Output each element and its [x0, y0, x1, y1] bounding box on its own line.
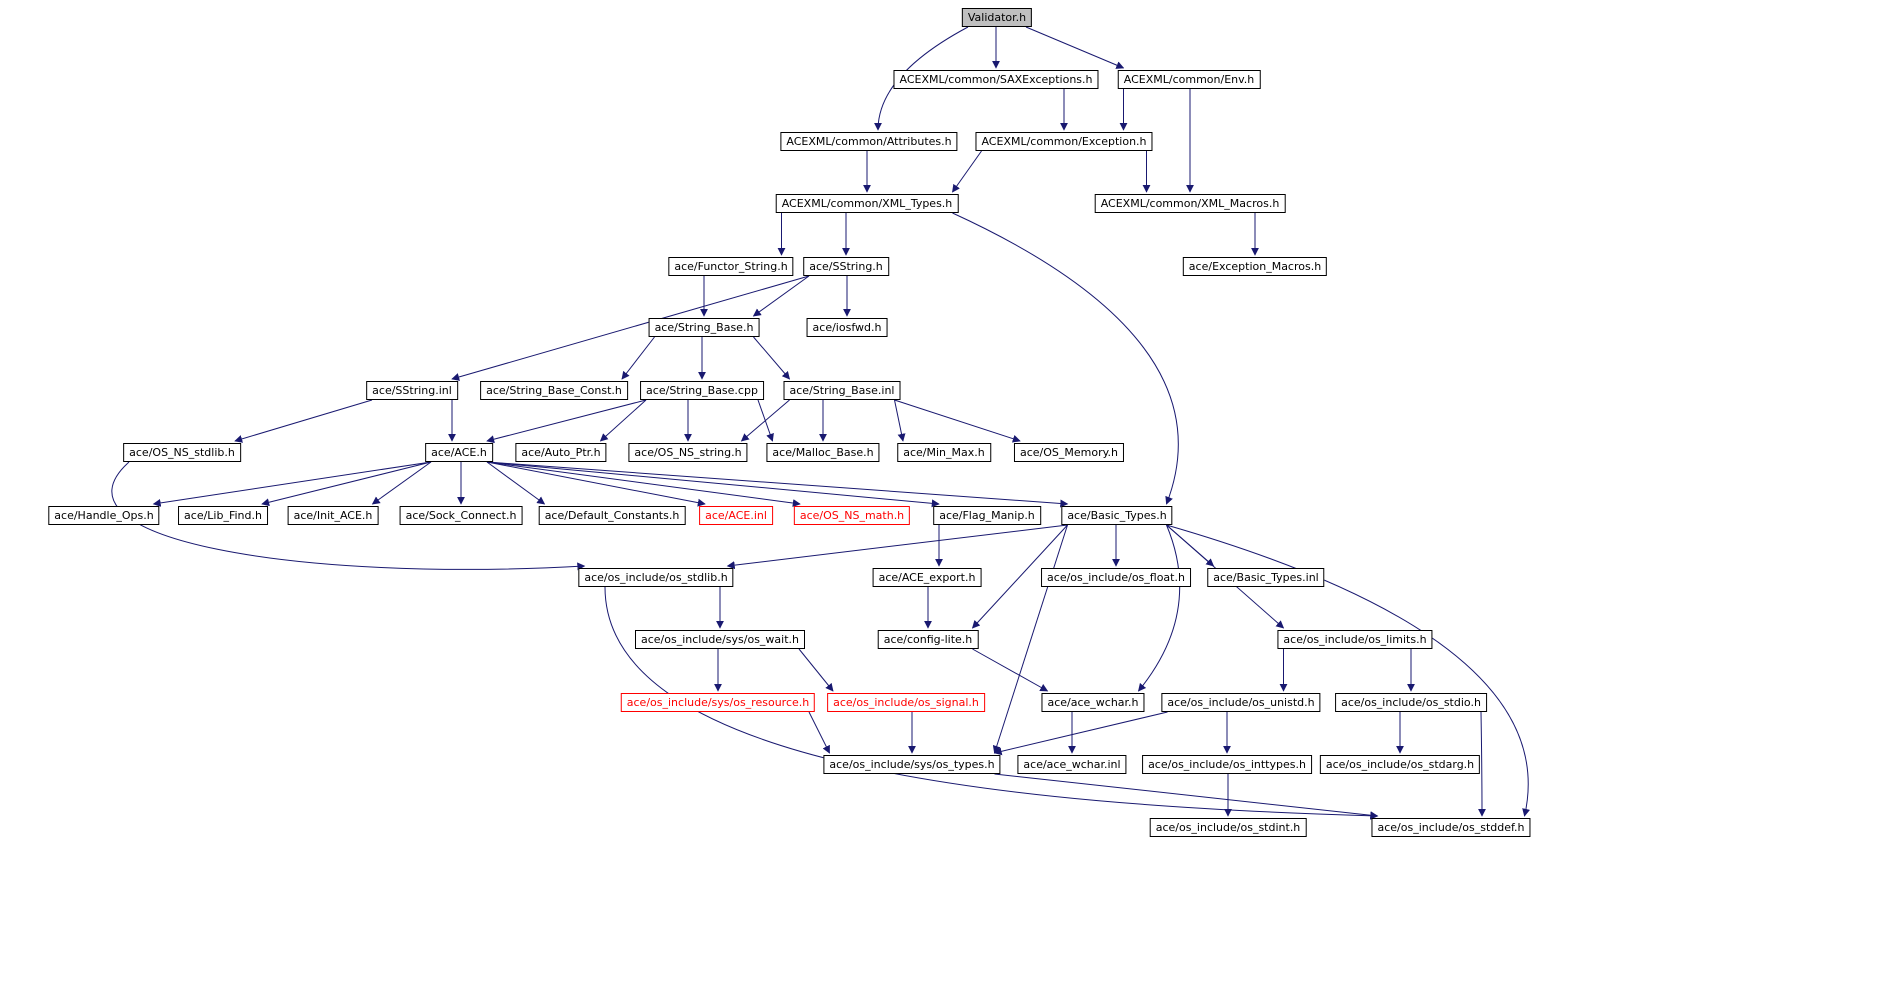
- edge-basictypes-ostypes: [992, 524, 1068, 754]
- node-oslimits[interactable]: ace/os_include/os_limits.h: [1277, 630, 1433, 649]
- node-sbconst[interactable]: ace/String_Base_Const.h: [480, 381, 628, 400]
- node-stringbase[interactable]: ace/String_Base.h: [648, 318, 760, 337]
- node-osstdint[interactable]: ace/os_include/os_stdint.h: [1149, 818, 1307, 837]
- node-sbinl[interactable]: ace/String_Base.inl: [783, 381, 901, 400]
- node-ossignal[interactable]: ace/os_include/os_signal.h: [827, 693, 985, 712]
- node-aceinl[interactable]: ace/ACE.inl: [699, 506, 773, 525]
- node-xmltypes[interactable]: ACEXML/common/XML_Types.h: [775, 194, 959, 213]
- node-initace[interactable]: ace/Init_ACE.h: [287, 506, 379, 525]
- node-osnsstdlib[interactable]: ace/OS_NS_stdlib.h: [123, 443, 241, 462]
- node-ace[interactable]: ace/ACE.h: [425, 443, 493, 462]
- edge-stringbase-sbconst: [621, 336, 655, 380]
- node-handleops[interactable]: ace/Handle_Ops.h: [48, 506, 160, 525]
- node-ostypes[interactable]: ace/os_include/sys/os_types.h: [823, 755, 1001, 774]
- node-libfind[interactable]: ace/Lib_Find.h: [178, 506, 268, 525]
- edge-sbinl-minmax: [894, 399, 906, 442]
- edge-oswait-ossignal: [798, 648, 834, 692]
- edge-osstdio-osstddef: [1477, 711, 1486, 817]
- edge-ace-libfind: [261, 461, 432, 507]
- edge-configlite-acewchar: [972, 648, 1049, 692]
- node-basictypes[interactable]: ace/Basic_Types.h: [1061, 506, 1173, 525]
- node-osresource[interactable]: ace/os_include/sys/os_resource.h: [620, 693, 816, 712]
- node-sockconnect[interactable]: ace/Sock_Connect.h: [399, 506, 523, 525]
- node-iosfwd[interactable]: ace/iosfwd.h: [806, 318, 888, 337]
- node-sstringinl[interactable]: ace/SString.inl: [366, 381, 458, 400]
- edge-osnsstdlib-osstdlib: [111, 461, 586, 571]
- node-exception[interactable]: ACEXML/common/Exception.h: [975, 132, 1153, 151]
- node-acewcharinl[interactable]: ace/ace_wchar.inl: [1017, 755, 1127, 774]
- edge-sbcpp-ace: [486, 399, 647, 444]
- node-flagmanip[interactable]: ace/Flag_Manip.h: [933, 506, 1041, 525]
- edge-ace-handleops: [152, 461, 432, 507]
- edge-sstringinl-osnsstdlib: [234, 399, 373, 443]
- node-osstdarg[interactable]: ace/os_include/os_stdarg.h: [1319, 755, 1481, 774]
- node-osunistd[interactable]: ace/os_include/os_unistd.h: [1161, 693, 1321, 712]
- node-sbcpp[interactable]: ace/String_Base.cpp: [640, 381, 764, 400]
- edge-basictypes-osstddef: [1166, 524, 1531, 817]
- node-acewchar[interactable]: ace/ace_wchar.h: [1041, 693, 1145, 712]
- edge-ace-initace: [371, 461, 432, 505]
- edge-ace-defconsts: [486, 461, 546, 505]
- edge-xmltypes-basictypes: [952, 212, 1179, 505]
- node-env[interactable]: ACEXML/common/Env.h: [1117, 70, 1261, 89]
- node-btinl[interactable]: ace/Basic_Types.inl: [1207, 568, 1325, 587]
- edge-sstring-sstringinl: [451, 275, 810, 381]
- edge-ace-osnsmath: [486, 461, 801, 508]
- node-minmax[interactable]: ace/Min_Max.h: [897, 443, 991, 462]
- node-validator[interactable]: Validator.h: [961, 8, 1033, 27]
- edge-ace-basictypes: [486, 461, 1069, 508]
- node-osstdlib[interactable]: ace/os_include/os_stdlib.h: [578, 568, 734, 587]
- edge-basictypes-osstdlib: [726, 524, 1068, 570]
- node-mallocbase[interactable]: ace/Malloc_Base.h: [766, 443, 880, 462]
- node-osnsstring[interactable]: ace/OS_NS_string.h: [628, 443, 748, 462]
- edge-validator-env: [1025, 26, 1125, 69]
- edge-ace-aceinl: [486, 461, 706, 507]
- node-osfloat[interactable]: ace/os_include/os_float.h: [1041, 568, 1191, 587]
- edge-basictypes-configlite: [971, 524, 1068, 629]
- edge-stringbase-sbinl: [753, 336, 791, 380]
- node-excmacros[interactable]: ace/Exception_Macros.h: [1182, 257, 1328, 276]
- node-osstdio[interactable]: ace/os_include/os_stdio.h: [1335, 693, 1487, 712]
- edge-sbcpp-autoptr: [599, 399, 647, 442]
- edge-sbinl-osnsstring: [740, 399, 790, 442]
- node-sax[interactable]: ACEXML/common/SAXExceptions.h: [893, 70, 1099, 89]
- node-osmemory[interactable]: ace/OS_Memory.h: [1013, 443, 1125, 462]
- edge-osresource-ostypes: [808, 711, 830, 754]
- node-osstddef[interactable]: ace/os_include/os_stddef.h: [1371, 818, 1531, 837]
- edge-ostypes-osstddef: [994, 773, 1379, 820]
- node-autoptr[interactable]: ace/Auto_Ptr.h: [515, 443, 607, 462]
- edge-osunistd-ostypes: [993, 711, 1168, 756]
- edge-exception-xmltypes: [952, 150, 982, 193]
- node-functor[interactable]: ace/Functor_String.h: [668, 257, 794, 276]
- edge-ace-flagmanip: [486, 461, 940, 508]
- node-configlite[interactable]: ace/config-lite.h: [877, 630, 979, 649]
- node-osinttypes[interactable]: ace/os_include/os_inttypes.h: [1142, 755, 1312, 774]
- node-aceexport[interactable]: ace/ACE_export.h: [872, 568, 982, 587]
- node-defconsts[interactable]: ace/Default_Constants.h: [538, 506, 686, 525]
- node-xmlmacros[interactable]: ACEXML/common/XML_Macros.h: [1094, 194, 1286, 213]
- edge-sbinl-osmemory: [894, 399, 1021, 443]
- node-sstring[interactable]: ace/SString.h: [803, 257, 889, 276]
- edge-sstring-stringbase: [752, 275, 810, 317]
- node-osnsmath[interactable]: ace/OS_NS_math.h: [793, 506, 911, 525]
- node-oswait[interactable]: ace/os_include/sys/os_wait.h: [635, 630, 805, 649]
- edge-basictypes-acewchar: [1137, 524, 1181, 692]
- node-attrs[interactable]: ACEXML/common/Attributes.h: [780, 132, 958, 151]
